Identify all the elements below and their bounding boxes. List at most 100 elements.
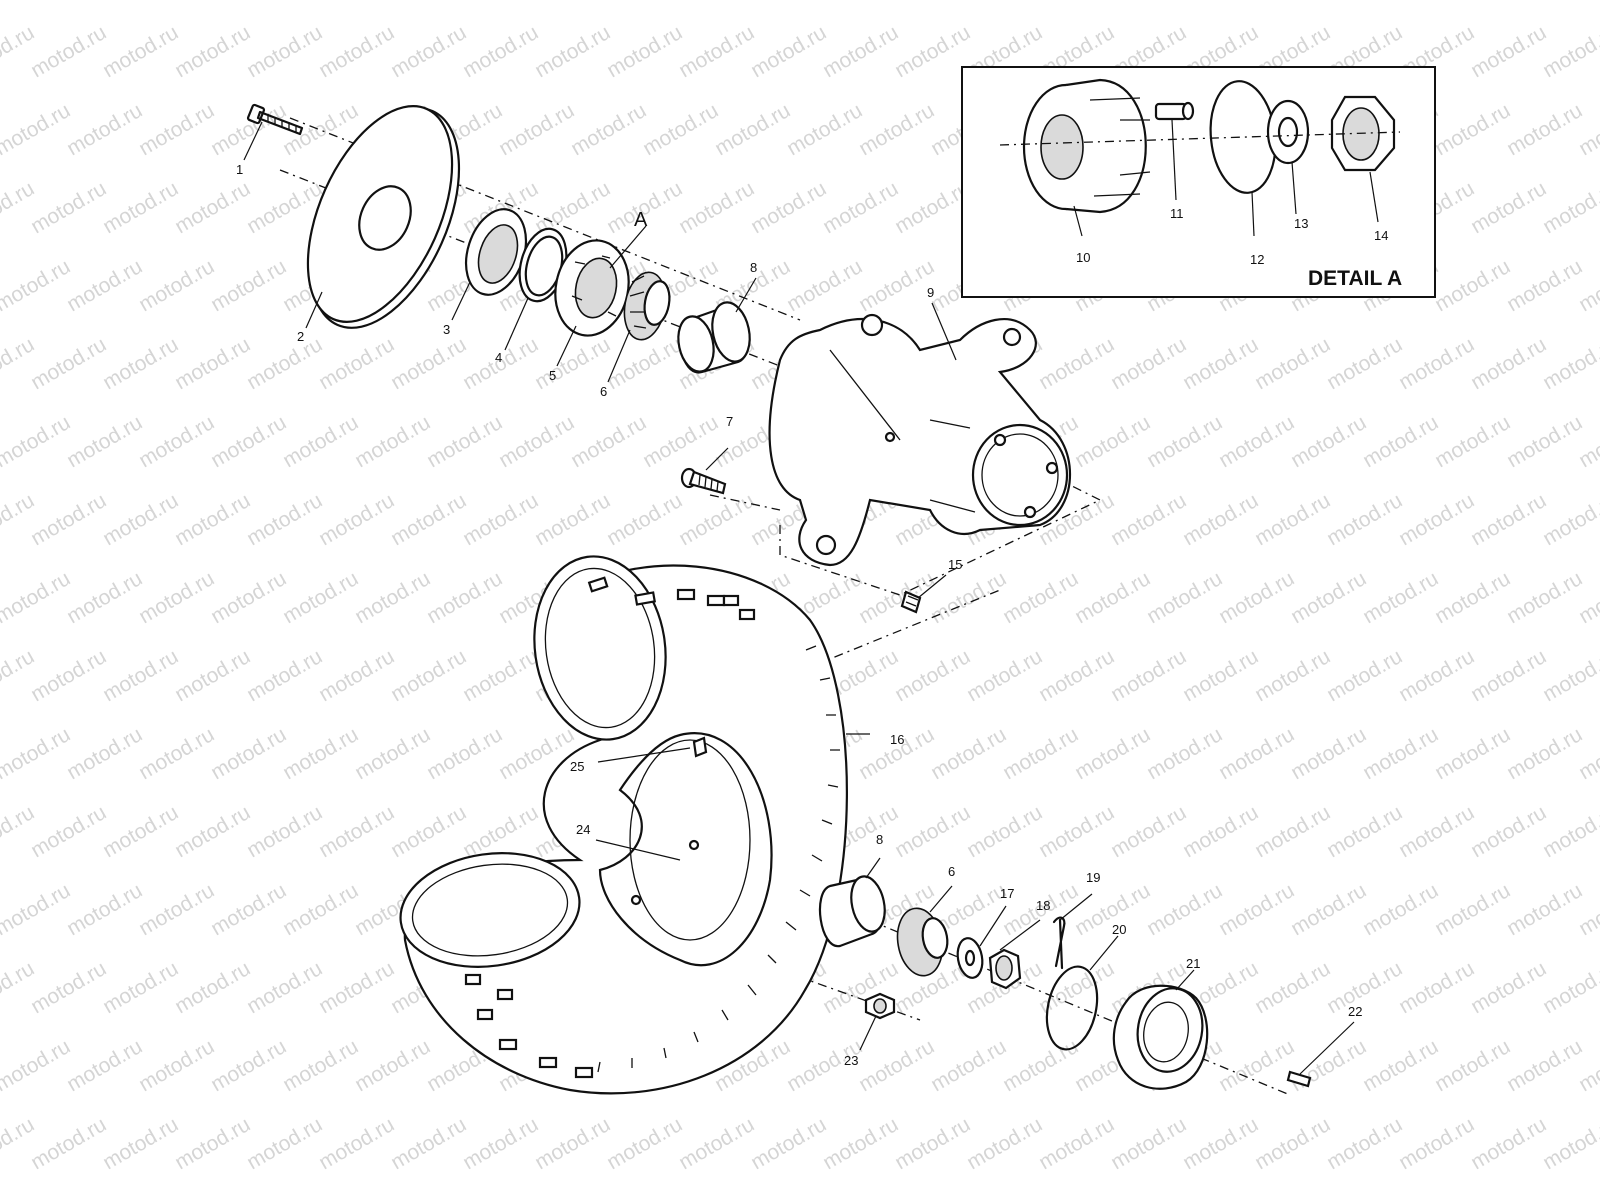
watermark-text: motod.ru <box>27 21 110 82</box>
watermark-text: motod.ru <box>531 1113 614 1174</box>
watermark-text: motod.ru <box>855 255 938 316</box>
detail-marker-a: A <box>634 209 648 231</box>
watermark-text: motod.ru <box>1359 879 1442 940</box>
watermark-text: motod.ru <box>135 723 218 784</box>
watermark-text: motod.ru <box>0 879 74 940</box>
watermark-text: motod.ru <box>675 21 758 82</box>
watermark-text: motod.ru <box>1071 0 1154 4</box>
detail-a-box <box>961 66 1436 298</box>
watermark-text: motod.ru <box>0 723 74 784</box>
watermark-text: motod.ru <box>1395 1113 1478 1174</box>
watermark-text: motod.ru <box>315 1113 398 1174</box>
hub-cap-part-21 <box>1112 984 1209 1090</box>
watermark-text: motod.ru <box>1503 255 1586 316</box>
watermark-text: motod.ru <box>1395 801 1478 862</box>
watermark-text: motod.ru <box>999 0 1082 4</box>
watermark-text: motod.ru <box>135 0 218 4</box>
watermark-text: motod.ru <box>135 411 218 472</box>
watermark-text: motod.ru <box>1215 879 1298 940</box>
watermark-text: motod.ru <box>387 21 470 82</box>
watermark-text: motod.ru <box>459 489 542 550</box>
watermark-text: motod.ru <box>603 21 686 82</box>
watermark-text: motod.ru <box>1503 99 1586 160</box>
callout-23: 23 <box>844 1053 858 1068</box>
watermark-text: motod.ru <box>315 21 398 82</box>
watermark-text: motod.ru <box>1035 645 1118 706</box>
watermark-text: motod.ru <box>1071 567 1154 628</box>
watermark-text: motod.ru <box>1107 645 1190 706</box>
callout-17: 17 <box>1000 886 1014 901</box>
watermark-text: motod.ru <box>495 99 578 160</box>
watermark-text: motod.ru <box>927 1035 1010 1096</box>
valve-part-25 <box>692 736 708 758</box>
watermark-text: motod.ru <box>1503 879 1586 940</box>
watermark-text: motod.ru <box>27 1113 110 1174</box>
watermark-text: motod.ru <box>135 567 218 628</box>
watermark-text: motod.ru <box>927 0 1010 4</box>
watermark-text: motod.ru <box>1287 0 1370 4</box>
watermark-text: motod.ru <box>423 0 506 4</box>
watermark-text: motod.ru <box>1215 411 1298 472</box>
watermark-text: motod.ru <box>495 0 578 4</box>
callout-5: 5 <box>549 368 556 383</box>
watermark-text: motod.ru <box>207 411 290 472</box>
watermark-text: motod.ru <box>1539 1113 1600 1174</box>
watermark-text: motod.ru <box>1323 801 1406 862</box>
watermark-text: motod.ru <box>27 957 110 1018</box>
watermark-text: motod.ru <box>279 0 362 4</box>
callout-8b: 8 <box>876 832 883 847</box>
watermark-text: motod.ru <box>1035 1113 1118 1174</box>
watermark-text: motod.ru <box>0 99 74 160</box>
watermark-text: motod.ru <box>423 723 506 784</box>
watermark-text: motod.ru <box>0 0 74 4</box>
watermark-text: motod.ru <box>1215 567 1298 628</box>
watermark-text: motod.ru <box>171 645 254 706</box>
watermark-text: motod.ru <box>0 255 74 316</box>
watermark-text: motod.ru <box>423 567 506 628</box>
watermark-text: motod.ru <box>1179 489 1262 550</box>
watermark-text: motod.ru <box>1215 723 1298 784</box>
watermark-text: motod.ru <box>351 411 434 472</box>
watermark-text: motod.ru <box>927 567 1010 628</box>
washer-part-17 <box>956 937 984 979</box>
watermark-text: motod.ru <box>99 1113 182 1174</box>
watermark-text: motod.ru <box>1359 411 1442 472</box>
watermark-text: motod.ru <box>1539 645 1600 706</box>
watermark-text: motod.ru <box>1467 177 1550 238</box>
watermark-text: motod.ru <box>351 1035 434 1096</box>
watermark-text: motod.ru <box>387 489 470 550</box>
watermark-text: motod.ru <box>171 489 254 550</box>
watermark-text: motod.ru <box>1179 645 1262 706</box>
watermark-text: motod.ru <box>891 645 974 706</box>
lug-nut-part-23 <box>864 992 896 1020</box>
watermark-text: motod.ru <box>1503 0 1586 4</box>
watermark-text: motod.ru <box>0 1035 74 1096</box>
watermark-text: motod.ru <box>459 1113 542 1174</box>
watermark-text: motod.ru <box>855 1035 938 1096</box>
watermark-text: motod.ru <box>1323 1113 1406 1174</box>
castle-nut-part-18 <box>988 948 1022 990</box>
watermark-text: motod.ru <box>675 1113 758 1174</box>
watermark-text: motod.ru <box>1395 489 1478 550</box>
watermark-text: motod.ru <box>1431 1035 1514 1096</box>
watermark-text: motod.ru <box>99 177 182 238</box>
callout-12: 12 <box>1250 252 1264 267</box>
watermark-text: motod.ru <box>99 645 182 706</box>
watermark-text: motod.ru <box>495 411 578 472</box>
watermark-text: motod.ru <box>207 0 290 4</box>
watermark-text: motod.ru <box>1467 1113 1550 1174</box>
watermark-text: motod.ru <box>1323 957 1406 1018</box>
watermark-text: motod.ru <box>963 645 1046 706</box>
callout-24: 24 <box>576 822 590 837</box>
watermark-text: motod.ru <box>1503 723 1586 784</box>
watermark-text: motod.ru <box>1395 957 1478 1018</box>
watermark-text: motod.ru <box>459 645 542 706</box>
watermark-text: motod.ru <box>1539 801 1600 862</box>
bolt-part-7 <box>680 467 727 495</box>
detail-a-title: DETAIL A <box>1308 267 1402 290</box>
watermark-text: motod.ru <box>1467 21 1550 82</box>
screw-part-22 <box>1286 1070 1312 1088</box>
watermark-text: motod.ru <box>891 801 974 862</box>
watermark-text: motod.ru <box>1431 723 1514 784</box>
watermark-text: motod.ru <box>1467 489 1550 550</box>
